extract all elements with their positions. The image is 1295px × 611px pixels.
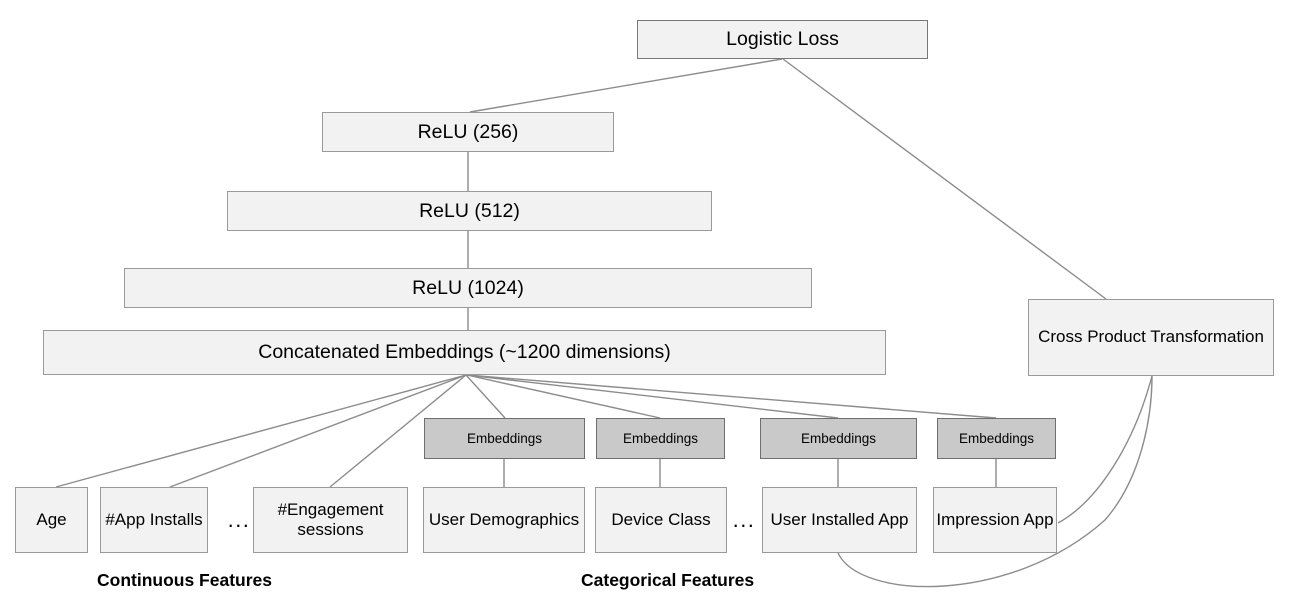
- group-label-continuous-features: Continuous Features: [97, 570, 272, 591]
- ellipsis-continuous-label: ...: [227, 507, 251, 532]
- node-embeddings-1: Embeddings: [424, 418, 585, 459]
- edge-concat-to-age: [55, 374, 467, 488]
- node-feature-user-installed-app: User Installed App: [762, 487, 917, 553]
- node-feature-user-installed-app-label: User Installed App: [770, 509, 909, 529]
- node-logistic-loss: Logistic Loss: [637, 20, 928, 59]
- node-feature-device-class-label: Device Class: [611, 509, 711, 529]
- node-relu-1024-label: ReLU (1024): [412, 276, 524, 299]
- node-concatenated-embeddings: Concatenated Embeddings (~1200 dimension…: [43, 330, 886, 375]
- node-feature-impression-app: Impression App: [933, 487, 1057, 553]
- edge-concat-to-app-installs: [169, 374, 467, 488]
- node-feature-user-demographics-label: User Demographics: [428, 509, 580, 529]
- node-embeddings-3-label: Embeddings: [800, 430, 877, 446]
- edge-concat-to-embeddings-2: [466, 374, 661, 419]
- edge-concat-to-embeddings-3: [466, 374, 839, 419]
- node-cross-product-transformation: Cross Product Transformation: [1028, 299, 1274, 376]
- edge-concat-to-embeddings-1: [465, 374, 506, 419]
- node-feature-app-installs-label: #App Installs: [105, 509, 203, 529]
- node-feature-engagement-sessions: #Engagement sessions: [253, 487, 408, 553]
- edge-loss-to-cross-product: [782, 58, 1107, 300]
- ellipsis-categorical-label: ...: [732, 507, 756, 532]
- node-relu-512-label: ReLU (512): [419, 199, 520, 222]
- node-concatenated-embeddings-label: Concatenated Embeddings (~1200 dimension…: [258, 341, 671, 363]
- node-feature-device-class: Device Class: [595, 487, 727, 553]
- node-relu-512: ReLU (512): [227, 191, 712, 231]
- node-feature-impression-app-label: Impression App: [936, 509, 1054, 529]
- group-label-categorical-features-text: Categorical Features: [581, 570, 755, 590]
- node-embeddings-2: Embeddings: [596, 418, 725, 459]
- node-feature-user-demographics: User Demographics: [423, 487, 585, 553]
- node-feature-age: Age: [15, 487, 88, 553]
- node-embeddings-2-label: Embeddings: [622, 430, 699, 446]
- node-relu-256-label: ReLU (256): [417, 120, 519, 143]
- group-label-continuous-features-text: Continuous Features: [97, 570, 273, 590]
- node-cross-product-transformation-label: Cross Product Transformation: [1038, 327, 1264, 347]
- node-embeddings-4-label: Embeddings: [958, 430, 1035, 446]
- edge-loss-to-relu256: [469, 58, 783, 113]
- node-relu-256: ReLU (256): [322, 112, 614, 152]
- node-relu-1024: ReLU (1024): [124, 268, 812, 308]
- node-feature-app-installs: #App Installs: [100, 487, 208, 553]
- group-label-categorical-features: Categorical Features: [581, 570, 754, 591]
- node-feature-age-label: Age: [36, 509, 67, 529]
- node-embeddings-4: Embeddings: [937, 418, 1056, 459]
- node-embeddings-1-label: Embeddings: [466, 430, 543, 446]
- node-logistic-loss-label: Logistic Loss: [726, 28, 839, 50]
- node-embeddings-3: Embeddings: [760, 418, 917, 459]
- edge-user-installed-app-to-cross-product: [837, 375, 1153, 588]
- node-feature-engagement-sessions-label: #Engagement sessions: [277, 499, 384, 539]
- ellipsis-categorical: ...: [729, 505, 759, 535]
- ellipsis-continuous: ...: [224, 505, 254, 535]
- edge-concat-to-embeddings-4: [466, 374, 997, 419]
- edge-impression-app-to-cross-product: [1057, 375, 1153, 524]
